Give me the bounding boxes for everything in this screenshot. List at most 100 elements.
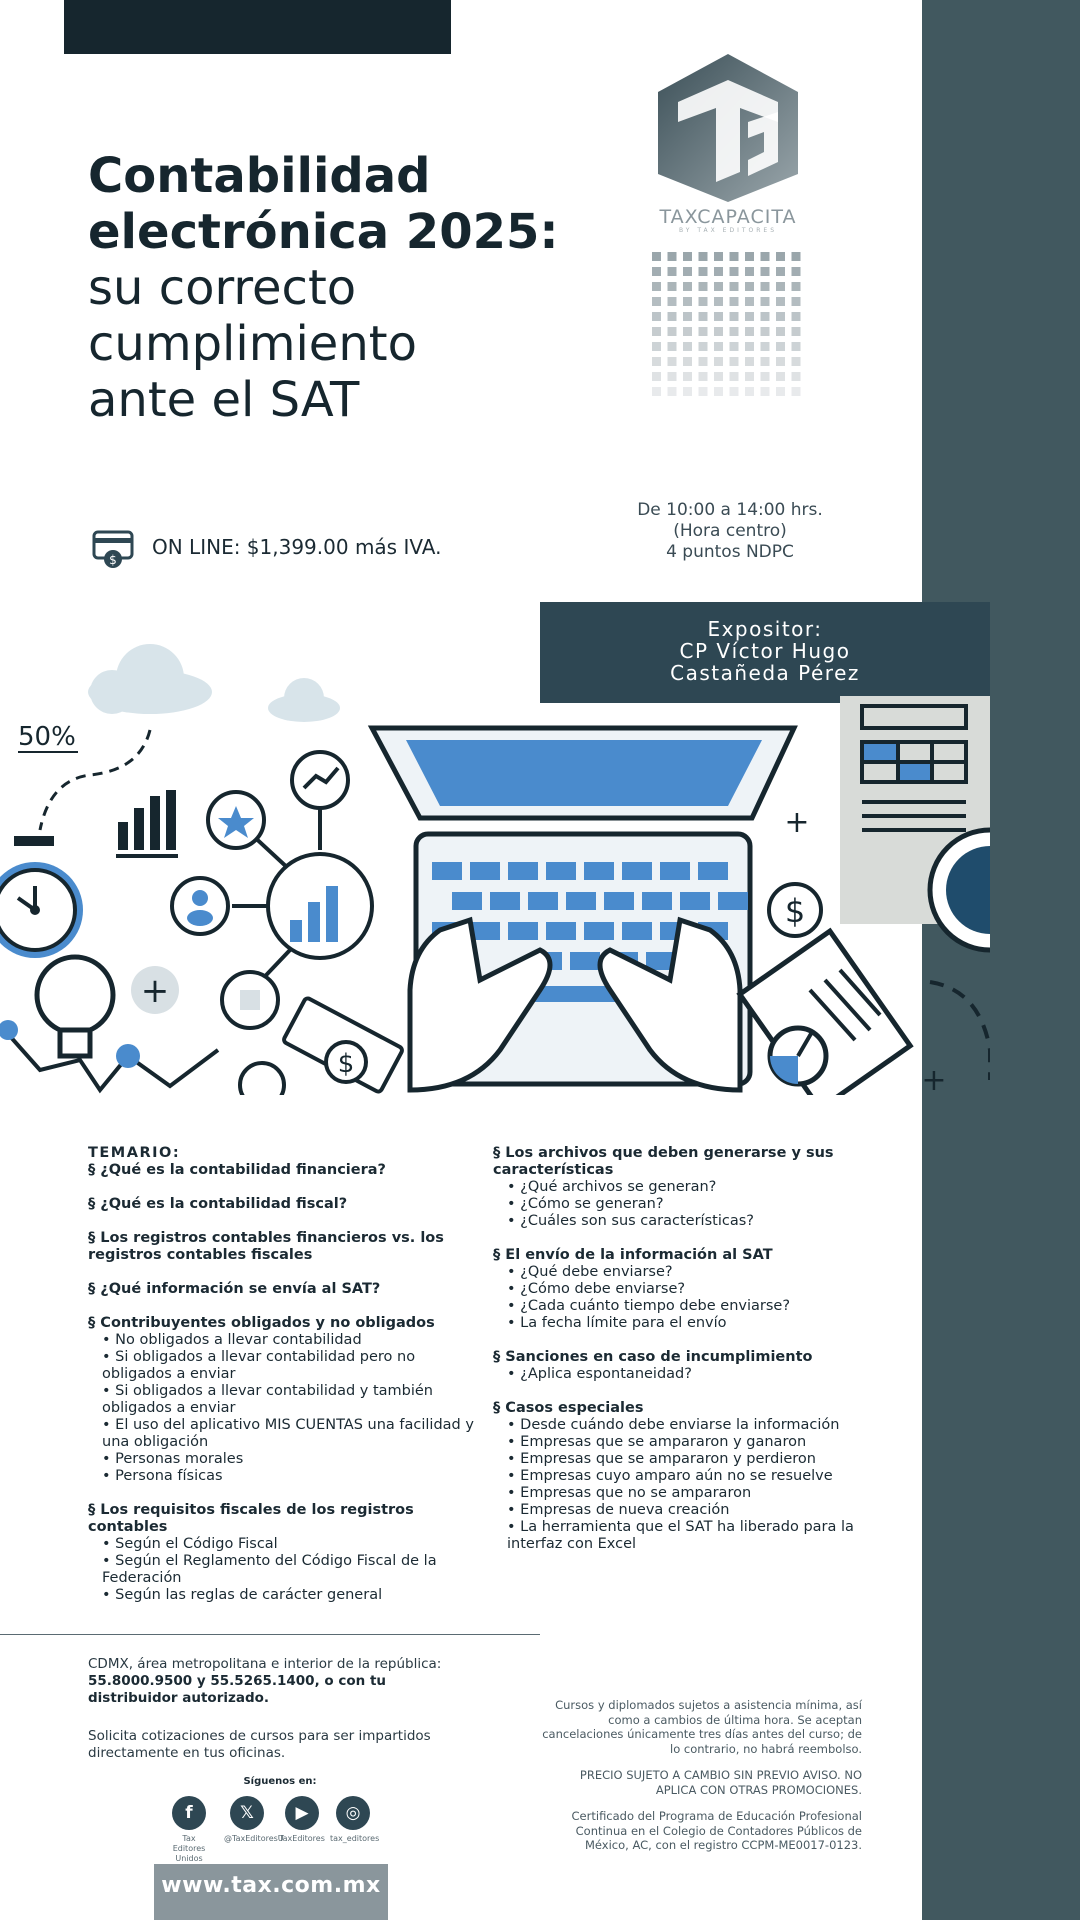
grid-dot (714, 252, 723, 261)
top-dark-block (64, 0, 451, 54)
topic-item: • No obligados a llevar contabilidad (102, 1332, 362, 1348)
grid-dot (667, 267, 677, 276)
topic-item: • El uso del aplicativo MIS CUENTAS una … (102, 1417, 474, 1450)
social-x[interactable]: 𝕏 @TaxEditoresU (224, 1796, 284, 1844)
keyboard-key (646, 952, 676, 970)
page-title: Contabilidad electrónica 2025: su correc… (88, 148, 628, 428)
list-gap (88, 1179, 488, 1196)
grid-dot (760, 357, 770, 366)
spreadsheet-icon (860, 704, 968, 832)
grid-dot (776, 252, 785, 261)
list-gap (493, 1383, 893, 1400)
coin-icon: $ (767, 882, 823, 938)
grid-dot (683, 312, 692, 321)
grid-dot (652, 387, 661, 396)
keyboard-key (718, 892, 748, 910)
grid-dot (791, 372, 801, 381)
speaker-banner: Expositor: CP Víctor Hugo Castañeda Pére… (540, 602, 990, 703)
grid-dot (760, 297, 770, 306)
grid-dot (683, 372, 692, 381)
grid-dot (698, 372, 708, 381)
keyboard-key (470, 922, 500, 940)
grid-dot (745, 357, 754, 366)
grid-dot (698, 312, 708, 321)
topic-item: • Empresas que se ampararon y ganaron (507, 1434, 807, 1450)
topic-item: • Personas morales (102, 1451, 244, 1467)
cloud-icon (88, 644, 340, 722)
grid-dot (729, 267, 739, 276)
grid-dot (745, 282, 754, 291)
right-side-bar (922, 0, 1080, 1920)
logo-brand: TAXCAPACITA (659, 206, 797, 228)
grid-dot (776, 267, 785, 276)
grid-dot (667, 312, 677, 321)
social-instagram[interactable]: ◎ tax_editores (330, 1796, 379, 1844)
logo-tagline: BY TAX EDITORES (678, 227, 778, 234)
topic-item: • ¿Aplica espontaneidad? (507, 1366, 692, 1382)
grid-dot (729, 342, 739, 351)
title-line-1: Contabilidad (88, 148, 431, 204)
topic-item: • Empresas que no se ampararon (507, 1485, 752, 1501)
follow-us-heading: Síguenos en: (243, 1776, 317, 1787)
topic-item: • La herramienta que el SAT ha liberado … (507, 1519, 854, 1552)
stopwatch-icon (0, 836, 83, 958)
grid-dot (791, 282, 801, 291)
speaker-name-1: CP Víctor Hugo (679, 639, 851, 663)
grid-dot (760, 387, 770, 396)
grid-dot (776, 372, 785, 381)
temario-left-column: TEMARIO: § ¿Qué es la contabilidad finan… (88, 1145, 488, 1604)
grid-dot (667, 342, 677, 351)
grid-dot (698, 297, 708, 306)
grid-dot (652, 282, 661, 291)
grid-dot (667, 327, 677, 336)
grid-dot (683, 342, 692, 351)
grid-dot (652, 342, 661, 351)
grid-dot (791, 252, 801, 261)
youtube-icon[interactable]: ▶ (285, 1796, 319, 1830)
keyboard-key (570, 952, 600, 970)
schedule-info: De 10:00 a 14:00 hrs. (Hora centro) 4 pu… (600, 500, 860, 563)
temario-right-column: § Los archivos que deben generarse y sus… (493, 1145, 893, 1553)
list-gap (88, 1264, 488, 1281)
grid-dot (652, 357, 661, 366)
grid-dot (729, 357, 739, 366)
grid-dot (652, 297, 661, 306)
keyboard-key (546, 862, 576, 880)
grid-dot (714, 372, 723, 381)
grid-dot (776, 282, 785, 291)
grid-dot (698, 267, 708, 276)
grid-dot (714, 297, 723, 306)
grid-dot (683, 252, 692, 261)
grid-dot (760, 372, 770, 381)
keyboard-key (452, 892, 482, 910)
grid-dot (776, 387, 785, 396)
grid-dot (714, 267, 723, 276)
facebook-icon[interactable]: f (172, 1796, 206, 1830)
x-icon[interactable]: 𝕏 (230, 1796, 264, 1830)
title-line-2: electrónica 2025: (88, 204, 559, 260)
list-gap (88, 1485, 488, 1502)
grid-dot (714, 357, 723, 366)
speaker-label: Expositor: (707, 617, 823, 641)
quote-request-text: Solicita cotizaciones de cursos para ser… (88, 1728, 431, 1761)
speaker-name-2: Castañeda Pérez (670, 661, 860, 685)
topic-item: • Según las reglas de carácter general (102, 1587, 383, 1603)
website-link[interactable]: www.tax.com.mx (154, 1864, 388, 1920)
instagram-icon[interactable]: ◎ (336, 1796, 370, 1830)
lightbulb-icon (34, 954, 116, 1059)
keyboard-key (432, 862, 462, 880)
grid-dot (776, 327, 785, 336)
grid-dot (791, 267, 801, 276)
schedule-time: De 10:00 a 14:00 hrs. (637, 500, 823, 520)
accounting-illustration: 50% + (0, 644, 990, 1095)
grid-dot (714, 282, 723, 291)
grid-dot (745, 297, 754, 306)
hands-icon (407, 916, 743, 1093)
grid-dot (760, 312, 770, 321)
grid-dot (729, 327, 739, 336)
topic-heading: § El envío de la información al SAT (493, 1247, 773, 1263)
grid-dot (745, 342, 754, 351)
social-youtube[interactable]: ▶ TaxEditores (279, 1796, 325, 1844)
social-facebook[interactable]: f Tax Editores Unidos (166, 1796, 212, 1864)
grid-dot (745, 267, 754, 276)
